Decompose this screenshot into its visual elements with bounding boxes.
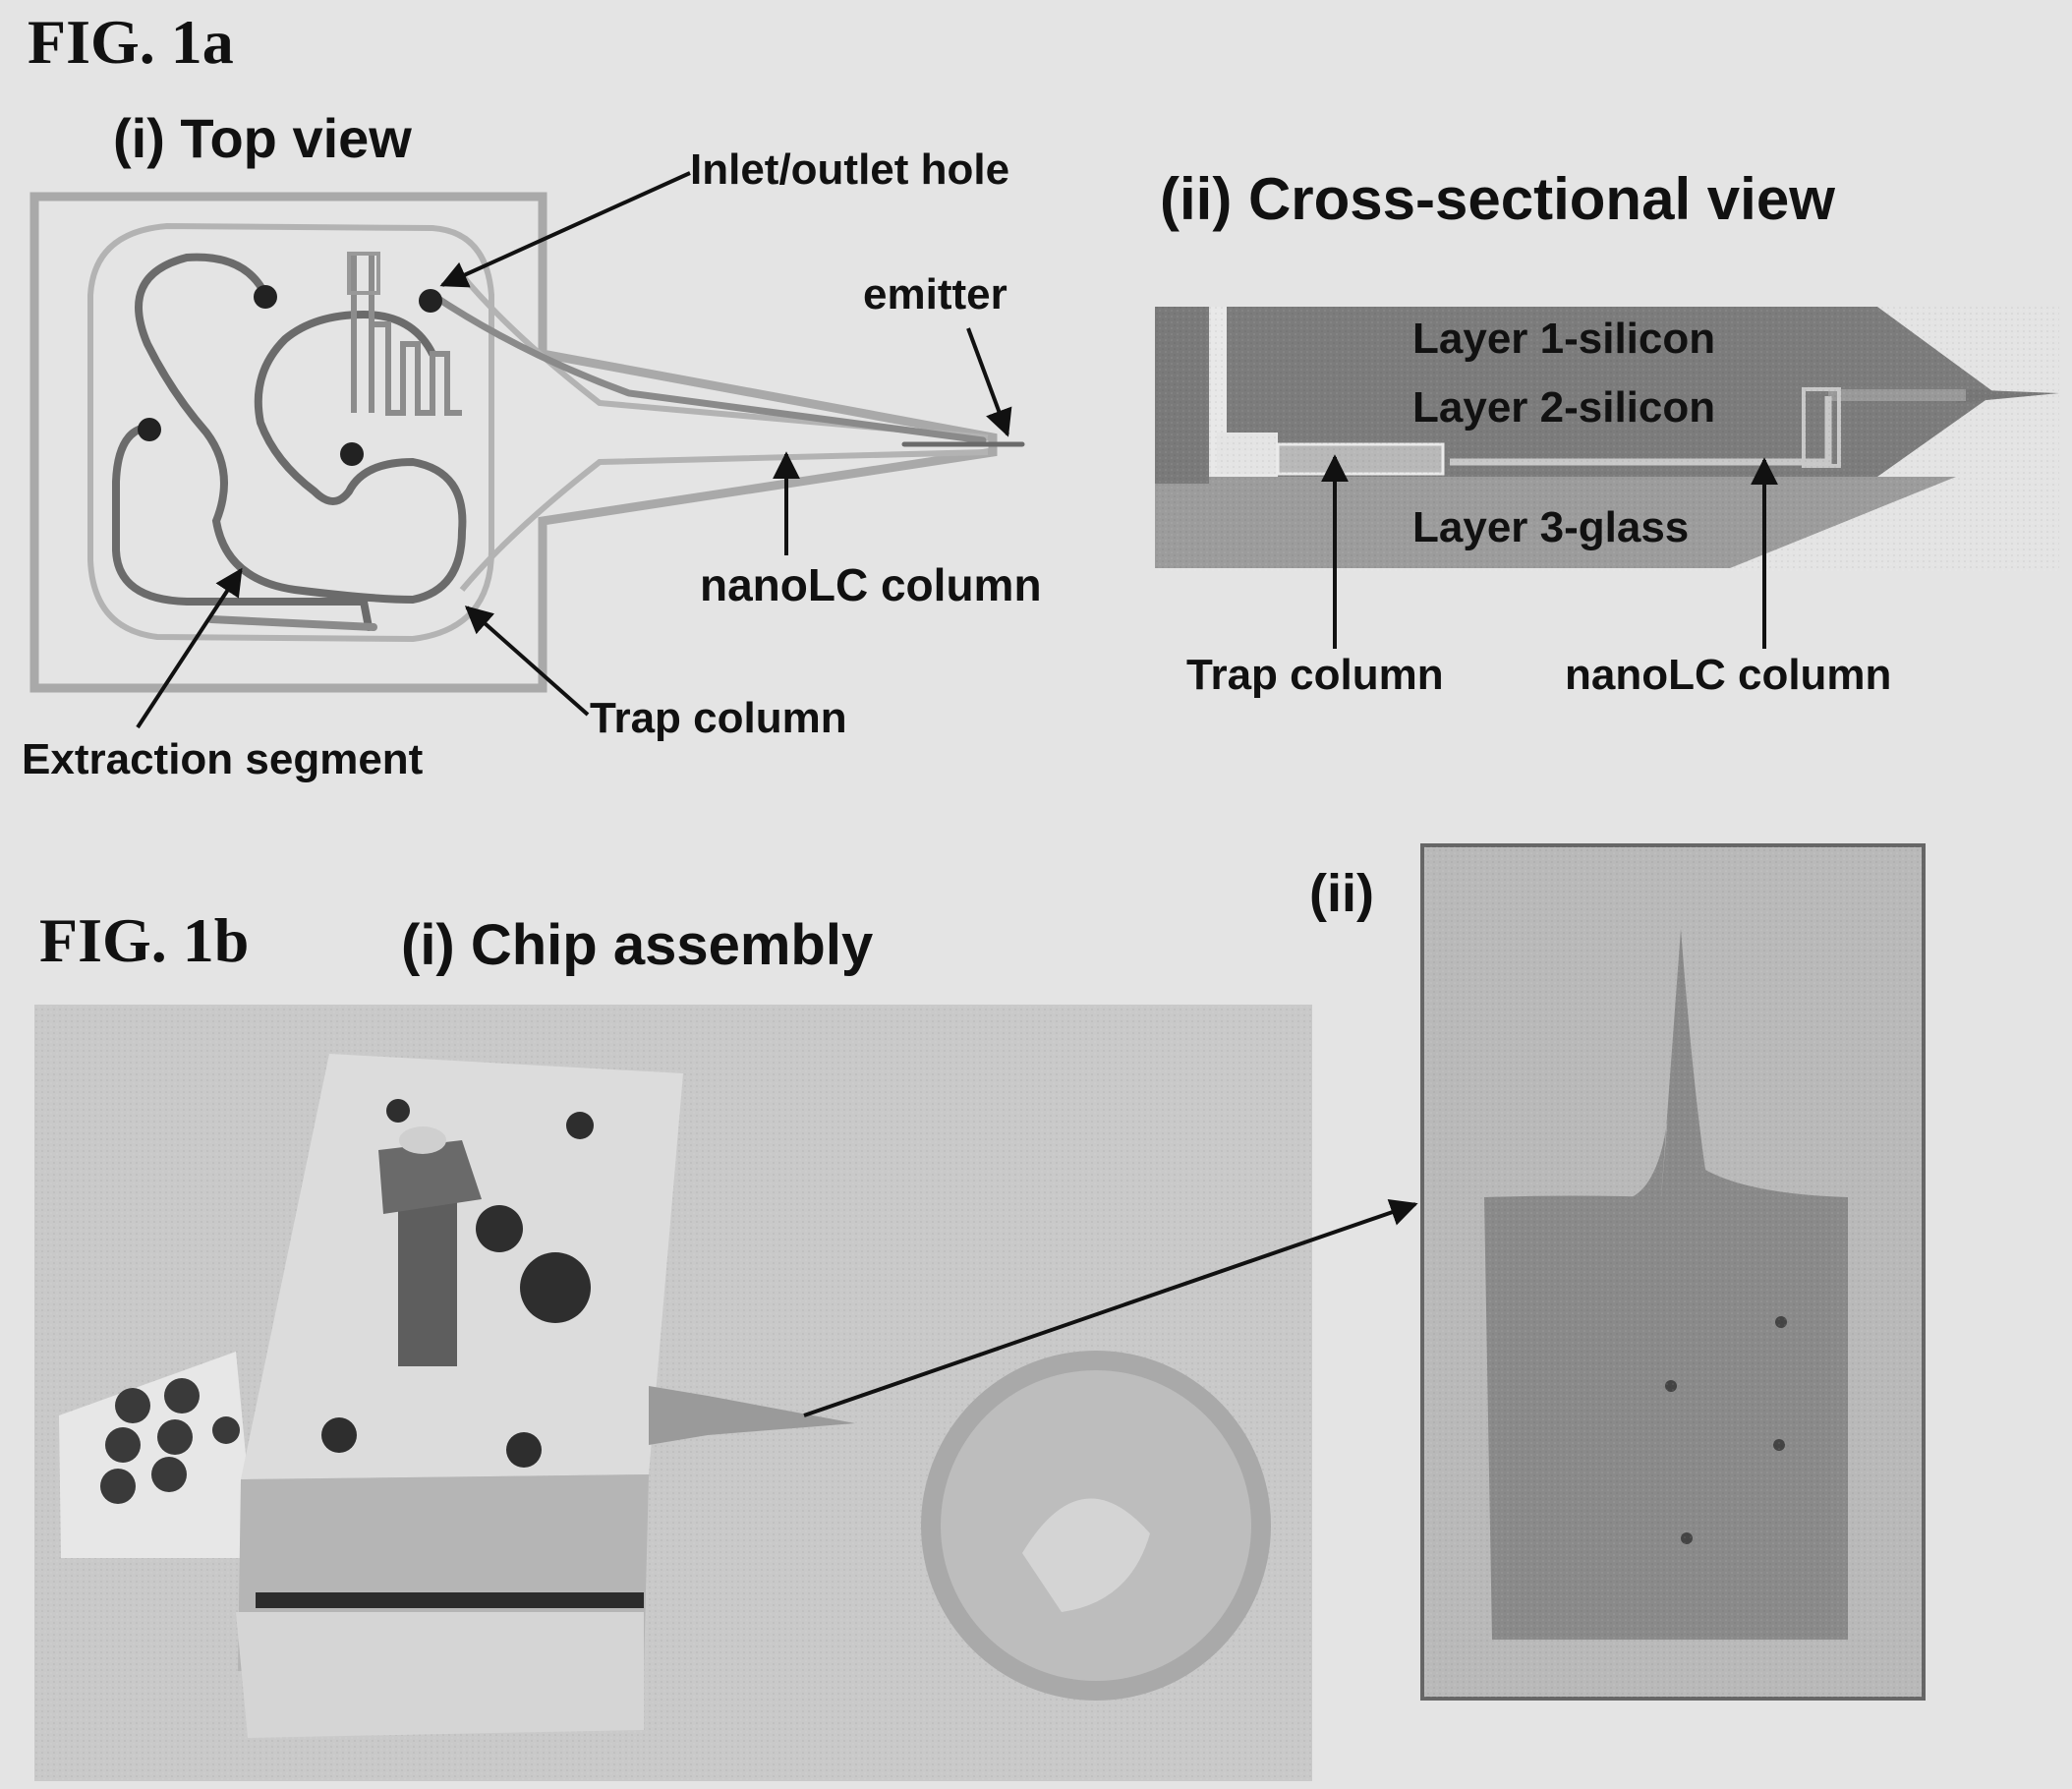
top-view-arrows (138, 173, 1007, 727)
cross-section-title: (ii) Cross-sectional view (1160, 165, 1835, 233)
trap-column-serpentine (349, 254, 462, 413)
label-layer-3: Layer 3-glass (1412, 503, 1689, 552)
label-trap-column-cross: Trap column (1186, 651, 1444, 700)
chip-photo-panel-ii (1422, 845, 1924, 1699)
label-nanolc-column-top: nanoLC column (700, 558, 1042, 611)
label-layer-1: Layer 1-silicon (1412, 315, 1715, 364)
inlet-outlet-holes (138, 285, 442, 466)
panel-ii-title: (ii) (1309, 863, 1374, 924)
chip-assembly-title: (i) Chip assembly (401, 912, 873, 978)
fig-1b-title: FIG. 1b (39, 904, 249, 977)
label-inlet-outlet-hole: Inlet/outlet hole (690, 145, 1009, 195)
label-extraction-segment: Extraction segment (22, 735, 423, 784)
label-emitter: emitter (863, 270, 1007, 319)
top-view-chip-outline (34, 197, 993, 688)
label-nanolc-column-cross: nanoLC column (1565, 651, 1891, 700)
extraction-segment-channel (116, 258, 462, 627)
label-trap-column-top: Trap column (590, 694, 847, 743)
label-layer-2: Layer 2-silicon (1412, 383, 1715, 433)
chip-assembly-photo (34, 1005, 1312, 1781)
